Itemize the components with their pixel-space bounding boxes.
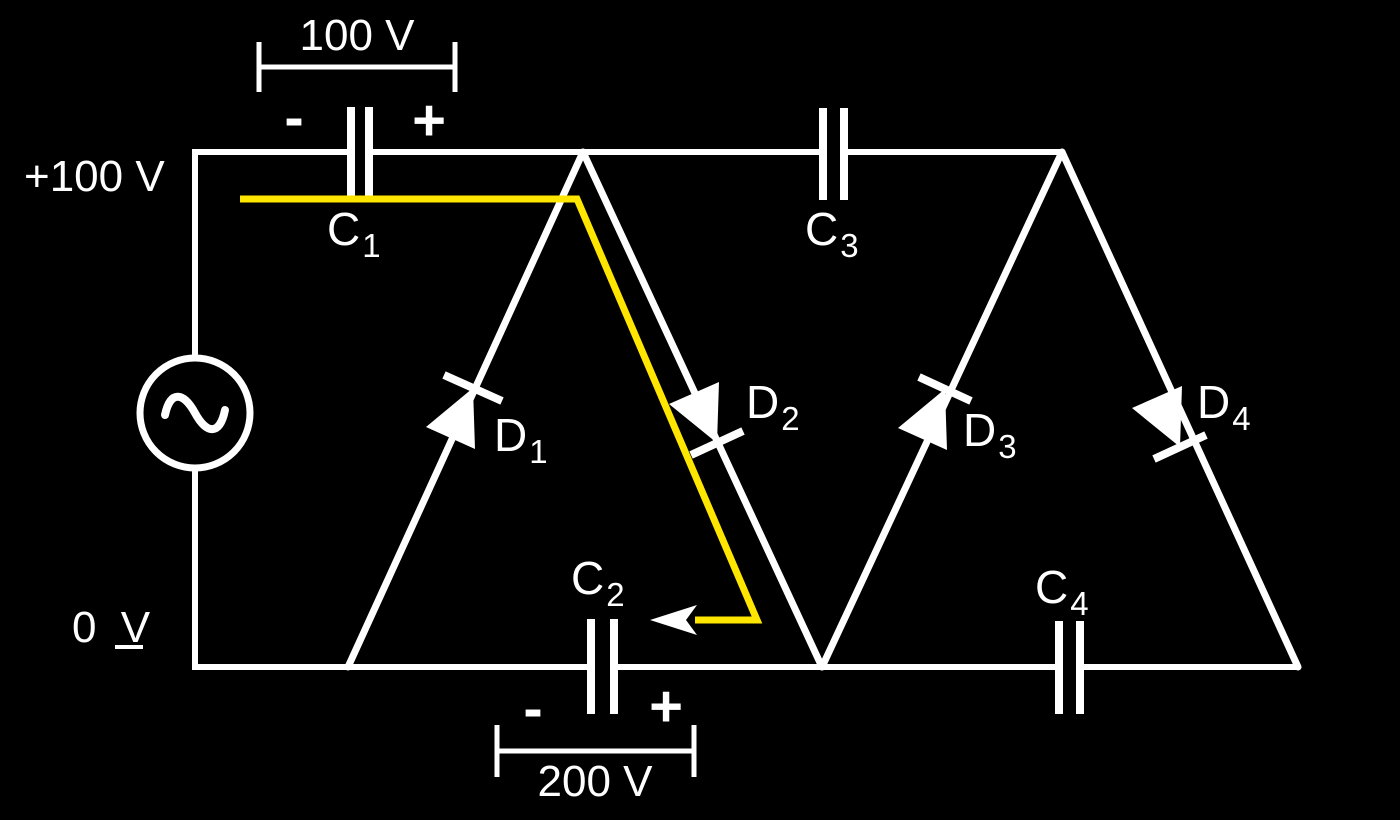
diode-d2	[579, 148, 826, 671]
voltage-bracket-bottom	[494, 725, 697, 777]
charge-path-highlight	[240, 195, 763, 624]
diode-arrow-icon	[669, 382, 719, 443]
capacitor-c2	[587, 619, 618, 714]
label-d1-letter: D	[494, 409, 528, 461]
label-d4: D4	[1197, 376, 1251, 435]
label-d2-letter: D	[746, 376, 780, 428]
sine-wave-icon	[161, 392, 229, 434]
label-c2-sub: 2	[606, 576, 625, 613]
label-c2: C2	[571, 552, 625, 611]
label-c1-minus: -	[284, 85, 304, 150]
diode-cathode-bar	[689, 427, 745, 459]
label-d2-sub: 2	[781, 400, 800, 437]
capacitor-c1	[347, 107, 373, 198]
voltage-bracket-top	[256, 42, 458, 92]
zero-volt-underline	[115, 645, 143, 649]
ac-source	[136, 354, 254, 472]
label-node-top-left: +100 V	[24, 152, 165, 201]
label-d3-letter: D	[963, 404, 997, 456]
label-c3-sub: 3	[840, 227, 859, 264]
left-arrowhead-icon	[650, 605, 697, 635]
label-c1-plus: +	[412, 88, 446, 153]
diode-arrow-icon	[426, 388, 475, 449]
ac-source-circle	[136, 354, 254, 472]
label-d4-sub: 4	[1232, 400, 1251, 437]
label-d3-sub: 3	[998, 428, 1017, 465]
label-d4-letter: D	[1197, 376, 1231, 428]
diode-arrow-icon	[898, 389, 947, 450]
diodes	[344, 148, 1302, 671]
label-d2: D2	[746, 376, 800, 435]
diode-d4	[1058, 148, 1302, 671]
label-c1: C1	[327, 203, 381, 262]
label-bracket-bottom-value: 200 V	[537, 757, 653, 806]
diode-cathode-bar	[917, 373, 973, 405]
label-c4-letter: C	[1035, 561, 1069, 613]
label-c2-plus: +	[649, 674, 683, 739]
label-bracket-top-value: 100 V	[299, 11, 415, 60]
label-d1: D1	[494, 409, 548, 468]
diode-cathode-bar	[442, 371, 504, 405]
label-d3: D3	[963, 404, 1017, 463]
diode-arrow-icon	[1132, 386, 1182, 447]
label-c4: C4	[1035, 561, 1089, 620]
wires	[192, 149, 1298, 670]
label-node-bottom-left: 0 V	[72, 603, 151, 652]
label-d1-sub: 1	[529, 433, 548, 470]
capacitor-c4	[1055, 621, 1084, 714]
label-c1-sub: 1	[362, 227, 381, 264]
label-c3: C3	[805, 203, 859, 262]
label-c2-letter: C	[571, 552, 605, 604]
diode-d3	[818, 148, 1066, 671]
diode-d1	[344, 148, 587, 671]
diode-cathode-bar	[1152, 431, 1208, 463]
capacitor-c3	[819, 108, 848, 200]
label-c3-letter: C	[805, 203, 839, 255]
label-c1-letter: C	[327, 203, 361, 255]
capacitors	[347, 107, 1084, 714]
label-c4-sub: 4	[1070, 585, 1089, 622]
label-c2-minus: -	[523, 676, 543, 741]
